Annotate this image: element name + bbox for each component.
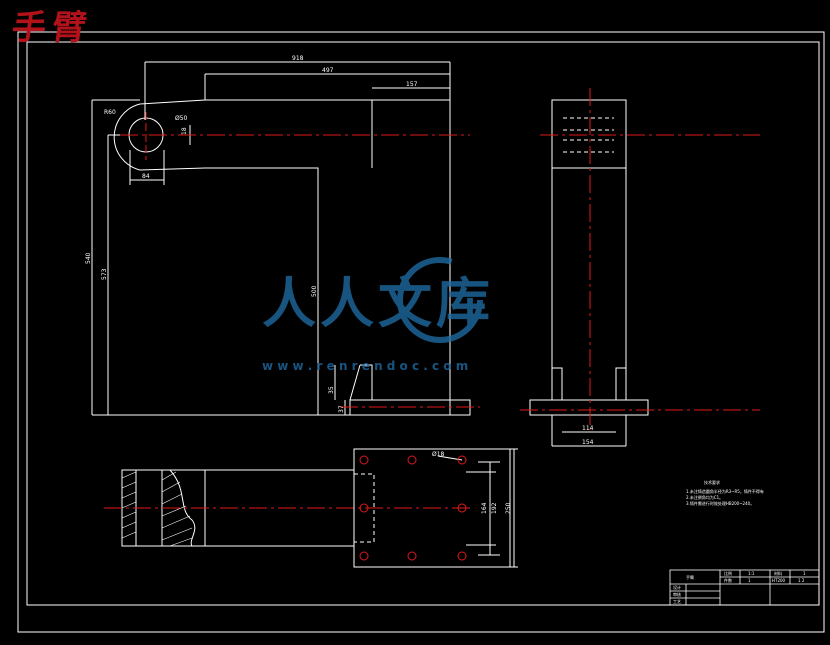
dim-pivot-small: 18 <box>181 127 188 135</box>
dim-pivot-hole: Ø50 <box>175 115 188 122</box>
hatch-left <box>121 471 193 547</box>
dim-side-inner: 114 <box>582 425 594 432</box>
inner-frame <box>26 41 820 606</box>
dim-plate-mid: 192 <box>491 502 498 514</box>
tech-note-line: 2.未注倒角均为C1。 <box>686 494 723 500</box>
dim-overall-width: 918 <box>292 55 304 62</box>
title-block-sheet: 1 <box>803 571 806 576</box>
watermark: 人人文库 w w w . r e n r e n d o c . c o m <box>262 257 494 373</box>
side-view <box>529 99 649 447</box>
tech-note-line: 1.未注铸造圆角半径为R3~R5，铸件不得有 <box>686 488 764 494</box>
dim-pivot-radius: R60 <box>104 109 116 116</box>
watermark-name: 人人文库 <box>262 272 494 335</box>
title-block-cell: 设计 <box>673 584 681 590</box>
title-block-part-name: 手臂 <box>686 574 694 580</box>
drawing-title-stamp: 手臂 <box>9 8 95 48</box>
title-block-cell: 件数 <box>724 577 732 583</box>
dim-column-height: 500 <box>311 285 318 297</box>
dim-plate-inner: 164 <box>481 502 488 514</box>
dim-side-outer: 154 <box>582 439 594 446</box>
dim-step-height: 35 <box>328 386 335 394</box>
watermark-logo-ring <box>397 257 483 343</box>
dim-inner-height: 573 <box>101 268 108 280</box>
tech-notes-heading: 技术要求 <box>704 479 720 485</box>
dim-arm-length: 497 <box>322 67 334 74</box>
title-block-cell: HT200 <box>772 578 786 583</box>
title-block-cell: 工艺 <box>673 599 681 604</box>
dim-overall-height: 540 <box>85 252 92 264</box>
dim-pivot-width: 84 <box>142 173 150 180</box>
title-block-cell: 审核 <box>673 591 681 597</box>
outer-frame <box>17 31 825 633</box>
tech-note-line: 3.铸件需进行时效处理HB200~240。 <box>686 500 754 506</box>
watermark-url: w w w . r e n r e n d o c . c o m <box>262 359 468 373</box>
title-block-cell: 1:1 <box>748 571 755 576</box>
title-block-cell: 材料 <box>774 570 782 576</box>
dim-base-thickness: 37 <box>338 405 345 413</box>
dim-plate-hole: Ø18 <box>432 451 445 458</box>
title-block-cell: 1 <box>748 578 751 583</box>
title-block-cell: 比例 <box>724 570 732 576</box>
dim-plate-outer: 250 <box>505 502 512 514</box>
title-block-sheet-count: 1 2 <box>798 578 805 583</box>
base-plate-plan <box>353 448 518 568</box>
dim-top-right: 157 <box>406 81 418 88</box>
bolt-holes <box>359 455 467 561</box>
title-block <box>669 569 820 606</box>
